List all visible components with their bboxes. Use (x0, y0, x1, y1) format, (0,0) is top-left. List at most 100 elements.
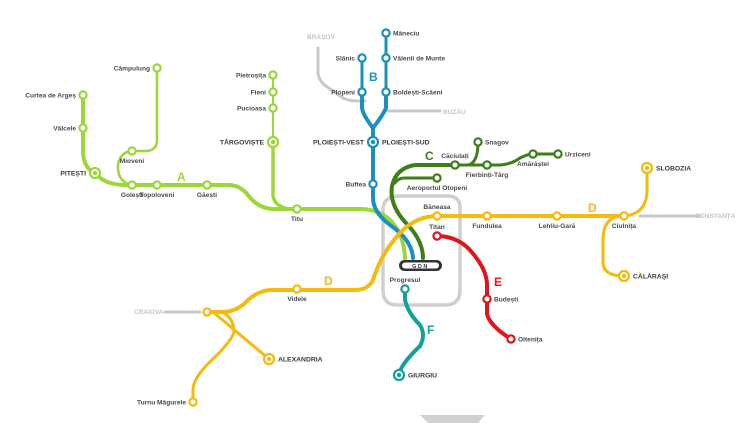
station-label: Măneciu (393, 30, 419, 37)
station-label: CĂLĂRAȘI (633, 271, 668, 280)
line-a (81, 66, 407, 260)
station-ciulnita: Ciulnița (612, 211, 636, 230)
station-marker (619, 211, 629, 221)
line-d (191, 166, 649, 404)
station-marker (482, 160, 492, 170)
station-label: SLOBOZIA (656, 165, 691, 172)
station-oltenita: Oltenița (506, 334, 543, 344)
station-marker (528, 149, 538, 159)
label-constanta: CONSTANȚA (695, 213, 736, 220)
station-targoviste: TÂRGOVIȘTE (220, 135, 280, 149)
station-label: Videle (287, 296, 307, 303)
line-e (435, 234, 513, 341)
station-label: Pucioasa (237, 105, 266, 112)
station-label: Slănic (336, 55, 356, 62)
station-turnu-magurele: Turnu Măgurele (137, 397, 198, 407)
station-baneasa: Băneasa (423, 204, 451, 221)
station-topoloveni: Topoloveni (140, 180, 175, 199)
station-titan: Titan (429, 224, 445, 241)
station-giurgiu: GIURGIU (392, 368, 437, 382)
station-label: Fieni (251, 89, 267, 96)
station-label: Vălenii de Munte (393, 55, 445, 62)
station-urziceni: Urziceni (553, 149, 591, 159)
station-marker (482, 211, 492, 221)
station-label: Curtea de Argeș (25, 92, 76, 99)
line-d-label: D (588, 201, 597, 215)
station-label: Amărăștei (517, 161, 549, 168)
major-station-dot (92, 170, 98, 176)
line-d-label-west: D (324, 274, 333, 288)
station-progresul: Progresul (390, 277, 421, 294)
station-lehliu: Lehliu-Gară (539, 211, 576, 230)
gdn-hub-badge: GDN (399, 260, 442, 271)
station-plopeni: Plopeni (331, 87, 367, 97)
station-alexandria: ALEXANDRIA (262, 352, 323, 366)
station-valenii: Vălenii de Munte (381, 53, 445, 63)
station-label: Mioveni (120, 158, 145, 165)
station-ploiesti-vest: PLOIEȘTI-VEST (313, 135, 380, 149)
station-videle: Videle (287, 284, 307, 303)
major-station-dot (266, 356, 272, 362)
line-brasov (316, 46, 367, 103)
station-label: GIURGIU (408, 372, 437, 379)
station-label: Golești (121, 192, 144, 199)
station-label: Urziceni (565, 151, 591, 158)
station-marker (202, 307, 212, 317)
station-buftea: Buftea (345, 179, 378, 189)
station-valcele: Vâlcele (53, 123, 88, 133)
station-marker (400, 284, 410, 294)
station-marker (552, 211, 562, 221)
station-marker (188, 397, 198, 407)
station-label: Căciulați (441, 153, 469, 160)
station-marker (78, 90, 88, 100)
station-marker (381, 53, 391, 63)
station-marker (292, 204, 302, 214)
station-label: Topoloveni (140, 192, 175, 199)
station-amarastei: Amărăștei (517, 149, 549, 168)
station-marker (268, 87, 278, 97)
station-label: Buftea (345, 181, 366, 188)
station-label: Oltenița (518, 336, 543, 343)
station-label: Snagov (485, 139, 509, 146)
station-marker (432, 173, 442, 183)
station-label: Lehliu-Gară (539, 223, 576, 230)
station-marker (482, 294, 492, 304)
station-marker (268, 70, 278, 80)
line-f-label: F (427, 323, 434, 337)
station-marker (432, 231, 442, 241)
station-gaesti: Găești (197, 180, 217, 199)
line-c-label: C (425, 149, 434, 163)
line-b (360, 31, 415, 260)
station-marker (381, 87, 391, 97)
station-label: Fierbinți-Târg (466, 172, 509, 179)
station-label: Titan (429, 224, 445, 231)
station-pucioasa: Pucioasa (237, 103, 278, 113)
station-marker (152, 180, 162, 190)
station-boldesti: Boldești-Scăeni (381, 87, 443, 97)
station-pietrosita: Pietroșița (236, 70, 278, 80)
bucharest-ring (381, 194, 462, 307)
station-marker (506, 334, 516, 344)
station-marker (473, 137, 483, 147)
major-station-dot (396, 372, 402, 378)
station-fierbinti: Fierbinți-Târg (466, 160, 509, 179)
line-c (389, 140, 560, 260)
station-label: Plopeni (331, 89, 355, 96)
station-marker (357, 87, 367, 97)
station-caciulati: Căciulați (441, 153, 469, 170)
station-label: Băneasa (423, 204, 450, 211)
station-label: ALEXANDRIA (278, 356, 323, 363)
station-label: Aeroportul Otopeni (407, 185, 468, 192)
station-marker (152, 63, 162, 73)
station-marker (450, 160, 460, 170)
station-pitesti: PITEȘTI (60, 166, 102, 180)
station-marker (292, 284, 302, 294)
station-label: PITEȘTI (60, 170, 86, 177)
station-marker (268, 103, 278, 113)
station-aeroport: Aeroportul Otopeni (407, 173, 468, 192)
station-label: Titu (291, 216, 303, 223)
station-label-ploiesti-sud: PLOIEȘTI-SUD (382, 139, 430, 146)
station-budesti: Budești (482, 294, 518, 304)
